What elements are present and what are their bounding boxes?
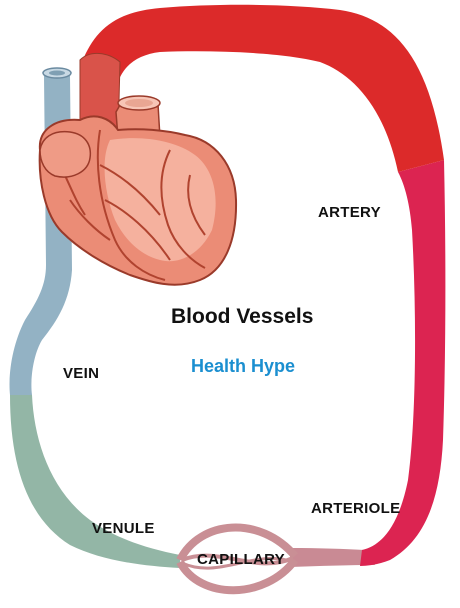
label-artery: ARTERY (318, 204, 381, 221)
capillary-upper (176, 523, 299, 562)
coronary-vessels (59, 129, 206, 281)
artery-vessel-top (82, 4, 444, 172)
venule-vessel (10, 395, 180, 568)
watermark-text: Health Hype (191, 356, 296, 376)
capillary-bed (176, 523, 299, 595)
artery-vessel-side (360, 160, 446, 566)
capillary-lower (176, 557, 299, 595)
label-vein: VEIN (63, 365, 100, 382)
capillary-middle-2 (181, 556, 294, 570)
heart-highlight (104, 138, 216, 262)
label-arteriole: ARTERIOLE (311, 500, 401, 517)
label-capillary: CAPILLARY (197, 551, 285, 568)
heart-illustration (38, 95, 238, 286)
label-venule: VENULE (92, 520, 155, 537)
diagram-title: Blood Vessels (171, 305, 314, 328)
capillary-middle (181, 553, 294, 566)
arteriole-vessel (290, 548, 375, 567)
